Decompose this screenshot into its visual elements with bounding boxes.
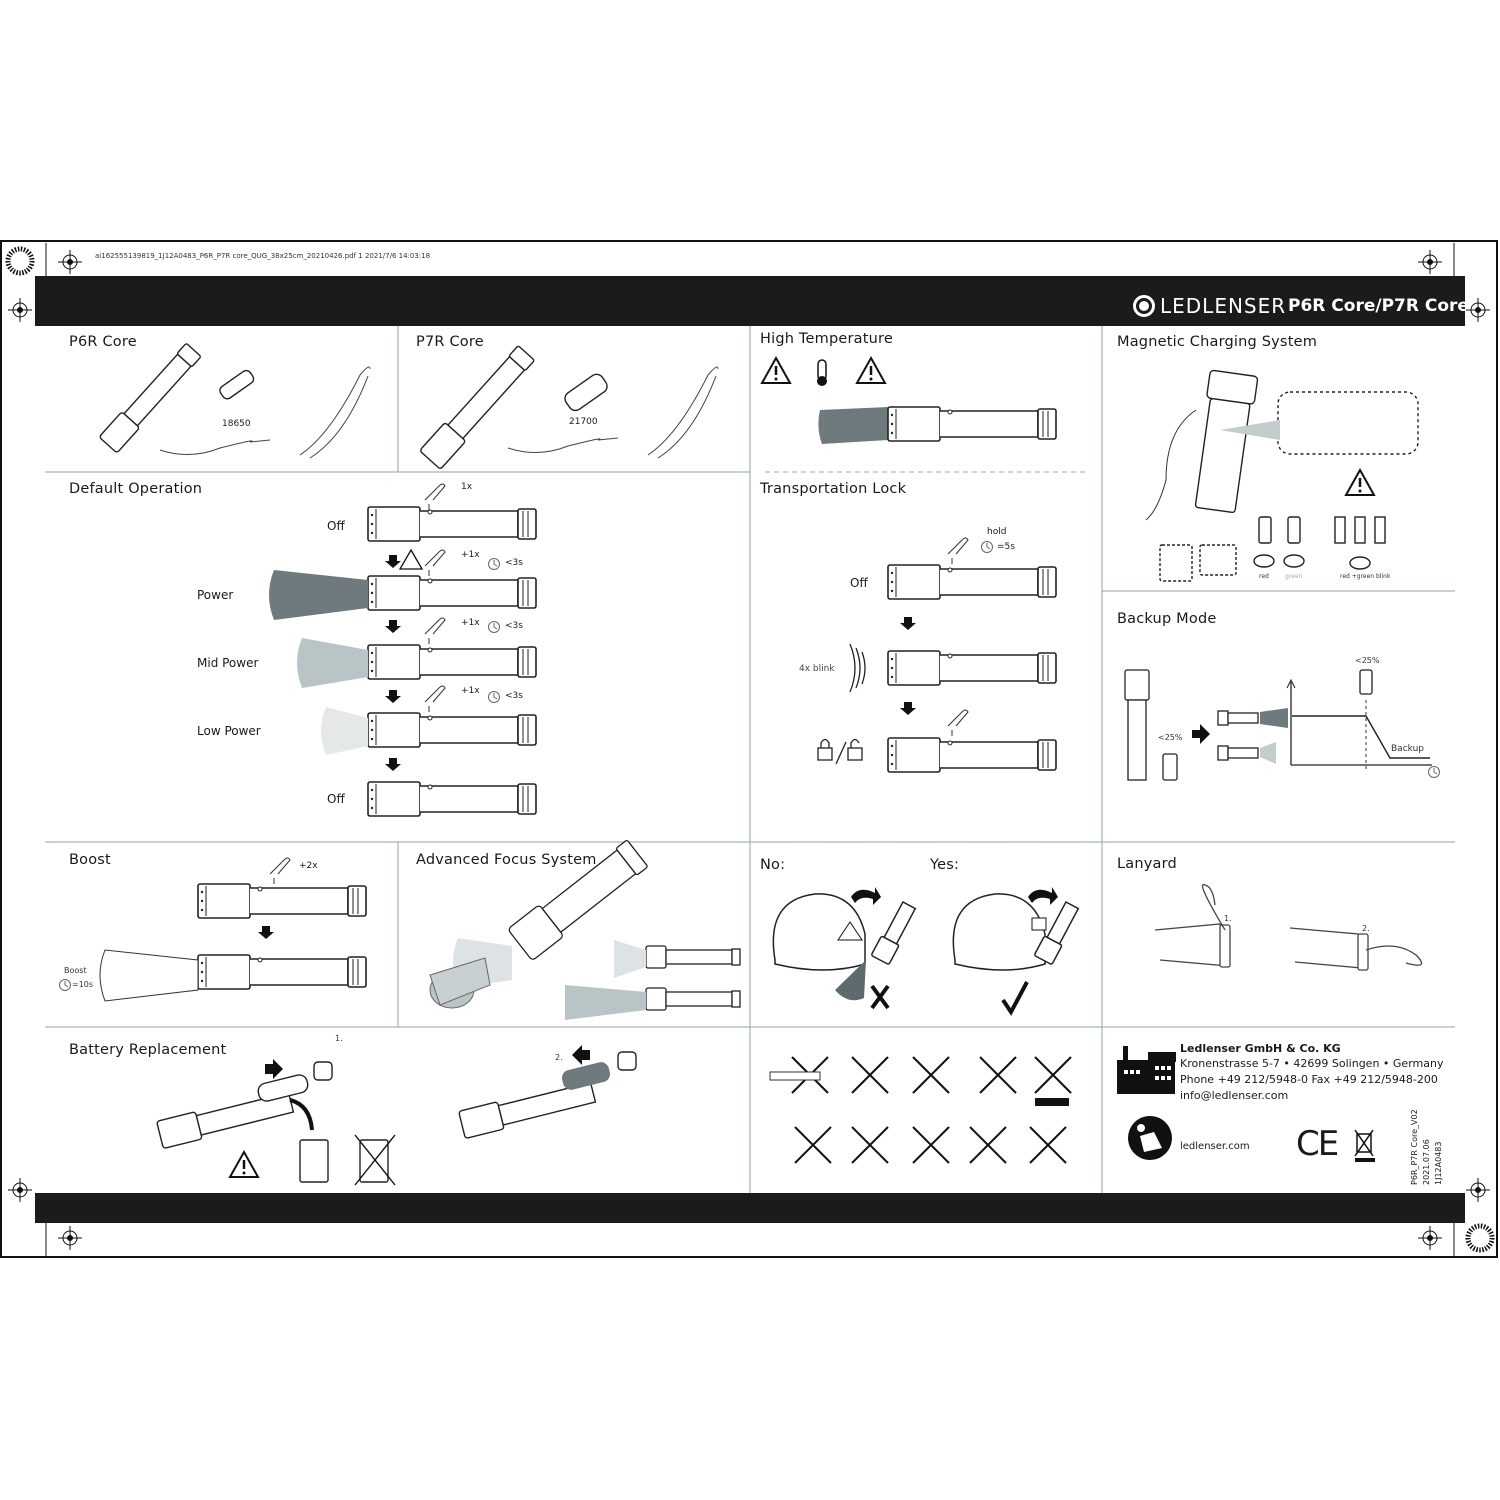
mode-mid: Mid Power [197, 656, 259, 670]
blink-label: 4x blink [799, 664, 835, 674]
battery-step-2: 2. [555, 1053, 563, 1062]
backup-label: Backup [1391, 744, 1424, 754]
company-name: Ledlenser GmbH & Co. KG [1180, 1042, 1341, 1055]
doc-code-3: 1J12A0483 [1434, 1141, 1443, 1185]
battery-21700: 21700 [569, 417, 598, 427]
mode-low: Low Power [197, 724, 261, 738]
default-op-title: Default Operation [69, 481, 203, 497]
boost-label: Boost [64, 966, 87, 975]
mode-power: Power [197, 588, 234, 602]
high-temp-title: High Temperature [760, 331, 893, 347]
doc-code-2: 2021.07.06 [1422, 1139, 1431, 1185]
afs-title: Advanced Focus System [416, 852, 597, 868]
time-3s-a: <3s [505, 558, 523, 568]
mode-off: Off [327, 519, 345, 533]
transport-title: Transportation Lock [760, 481, 907, 497]
press-1x: 1x [461, 482, 473, 492]
lanyard-step-2: 2. [1362, 924, 1370, 933]
press-plus1x-a: +1x [461, 550, 480, 560]
boost-title: Boost [69, 852, 111, 868]
battery-step-1: 1. [335, 1034, 343, 1043]
time-3s-c: <3s [505, 691, 523, 701]
transport-off: Off [850, 576, 868, 590]
ledlenser-logo [1133, 295, 1155, 317]
boost-press: +2x [299, 861, 318, 871]
company-phone: Phone +49 212/5948-0 Fax +49 212/5948-20… [1180, 1073, 1438, 1086]
company-web[interactable]: ledlenser.com [1180, 1141, 1250, 1152]
backup-pct-top: <25% [1355, 656, 1380, 665]
p7r-title: P7R Core [416, 334, 484, 350]
lanyard-step-1: 1. [1224, 914, 1232, 923]
brand-name: LEDLENSER [1160, 294, 1287, 318]
red-green-label: red +green blink [1340, 573, 1391, 580]
lanyard-title: Lanyard [1117, 856, 1177, 872]
mode-off-2: Off [327, 792, 345, 806]
time-3s-b: <3s [505, 621, 523, 631]
magnetic-title: Magnetic Charging System [1117, 334, 1318, 350]
press-plus1x-c: +1x [461, 686, 480, 696]
company-email: info@ledlenser.com [1180, 1089, 1289, 1102]
battery-title: Battery Replacement [69, 1042, 227, 1058]
green-label: green [1285, 573, 1303, 580]
backup-title: Backup Mode [1117, 611, 1217, 627]
header-bar [35, 276, 1465, 326]
ce-mark: CE [1296, 1124, 1339, 1164]
hold-label: hold [987, 527, 1007, 537]
boost-time: =10s [72, 980, 94, 989]
ledlenser-logo-dot [1139, 301, 1149, 311]
red-label: red [1259, 573, 1269, 580]
footer-bar [35, 1193, 1465, 1223]
backup-pct-low: <25% [1158, 733, 1183, 742]
hold-time: =5s [997, 542, 1015, 552]
yes-label: Yes: [930, 857, 960, 873]
no-label: No: [760, 857, 786, 873]
press-plus1x-b: +1x [461, 618, 480, 628]
product-title: P6R Core/P7R Core [1288, 296, 1469, 316]
company-address: Kronenstrasse 5-7 • 42699 Solingen • Ger… [1180, 1057, 1444, 1070]
p6r-title: P6R Core [69, 334, 137, 350]
battery-18650: 18650 [222, 419, 251, 429]
file-tag: ai162555139819_1J12A0483_P6R_P7R core_QU… [95, 252, 431, 260]
doc-code-1: P6R_P7R Core_V02 [1410, 1109, 1419, 1185]
document-sheet [0, 240, 1498, 1258]
